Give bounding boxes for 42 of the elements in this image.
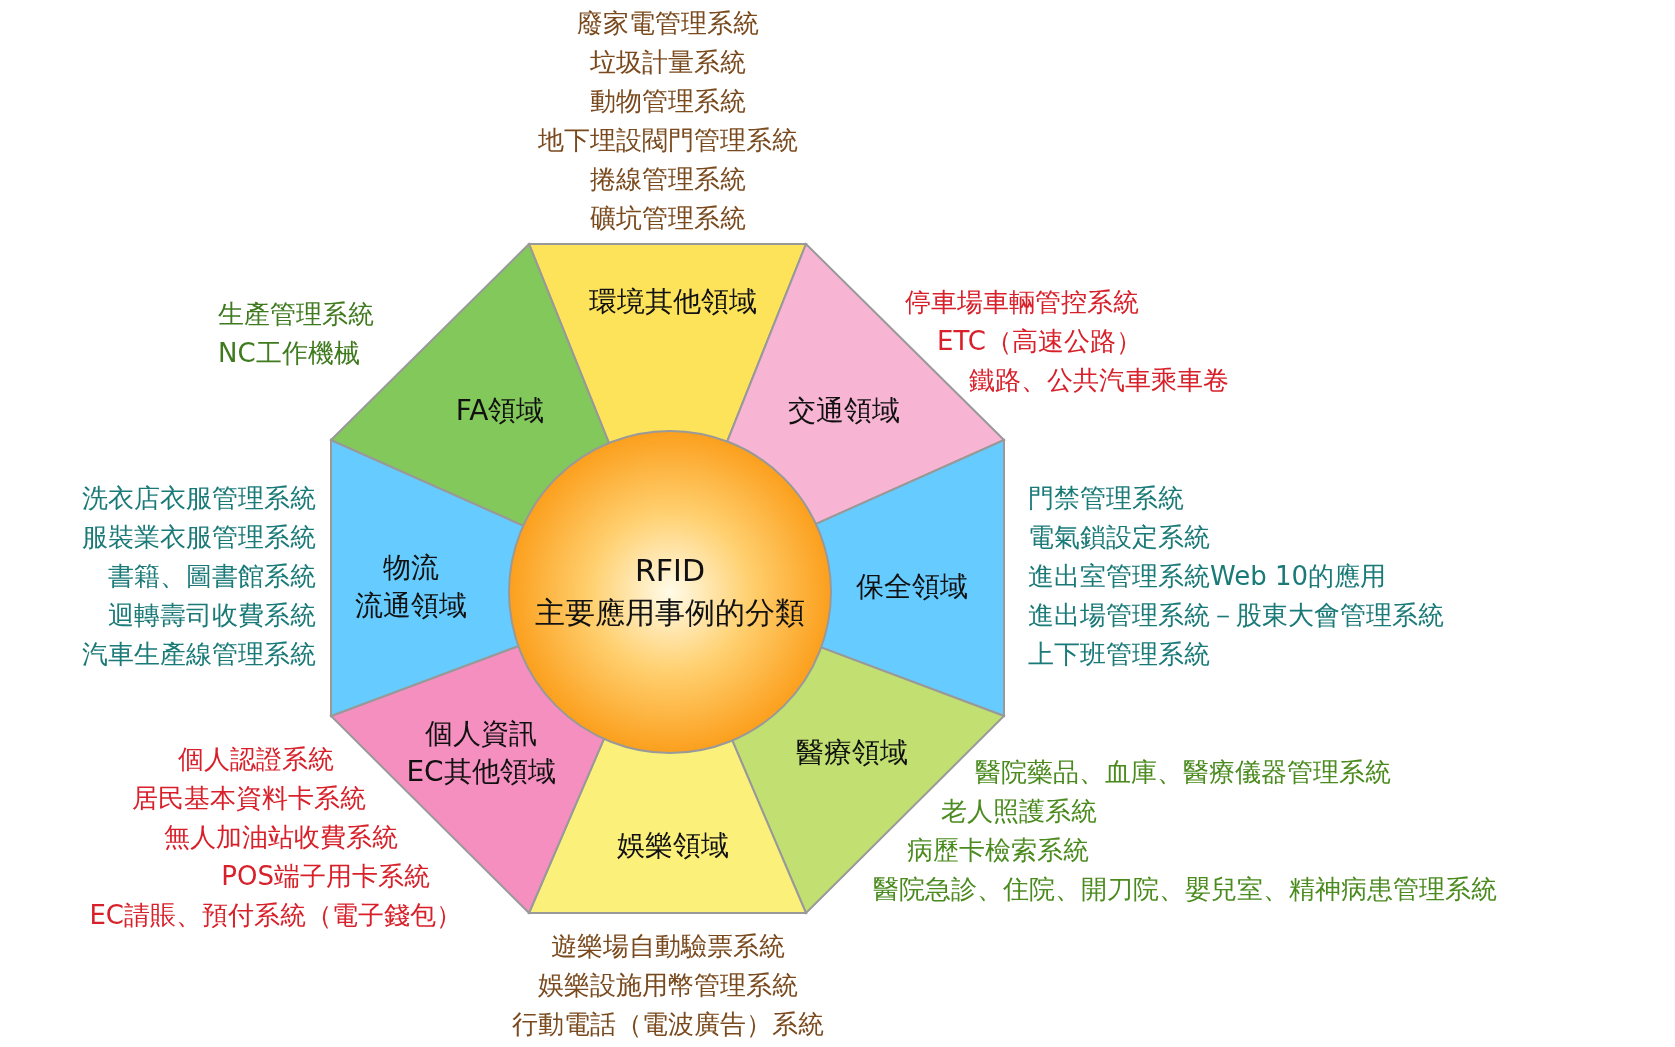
- application-text: 個人認證系統: [178, 743, 334, 776]
- application-text: 行動電話（電波廣告）系統: [512, 1008, 824, 1041]
- application-text: 迴轉壽司收費系統: [108, 599, 316, 632]
- application-text: 電氣鎖設定系統: [1028, 521, 1210, 554]
- segment-label: 物流流通領域: [355, 550, 467, 624]
- application-text: 老人照護系統: [941, 795, 1097, 828]
- segment-label: 個人資訊EC其他領域: [406, 716, 556, 790]
- application-text: 醫院急診、住院、開刀院、嬰兒室、精神病患管理系統: [873, 873, 1497, 906]
- segment-label: FA領域: [455, 393, 545, 429]
- application-text: 服裝業衣服管理系統: [82, 521, 316, 554]
- application-text: EC請賬、預付系統（電子錢包）: [89, 899, 462, 932]
- application-text: 洗衣店衣服管理系統: [82, 482, 316, 515]
- application-text: POS端子用卡系統: [221, 860, 430, 893]
- application-text: 進出室管理系統Web 10的應用: [1028, 560, 1387, 593]
- application-text: 娛樂設施用幣管理系統: [538, 969, 798, 1002]
- application-text: 醫院藥品、血庫、醫療儀器管理系統: [975, 756, 1391, 789]
- application-text: 進出場管理系統－股東大會管理系統: [1028, 599, 1444, 632]
- segment-label: 交通領域: [788, 393, 900, 429]
- application-text: 無人加油站收費系統: [164, 821, 398, 854]
- center-title: RFID 主要應用事例的分類: [535, 552, 805, 632]
- application-text: 動物管理系統: [590, 85, 746, 118]
- application-text: 生產管理系統: [218, 298, 374, 331]
- segment-label: 環境其他領域: [589, 284, 757, 320]
- segment-label: 娛樂領域: [617, 828, 729, 864]
- application-text: 門禁管理系統: [1028, 482, 1184, 515]
- application-text: 鐵路、公共汽車乘車卷: [969, 364, 1229, 397]
- application-text: 書籍、圖書館系統: [108, 560, 316, 593]
- segment-label: 保全領域: [856, 569, 968, 605]
- application-text: 地下埋設閥門管理系統: [538, 124, 798, 157]
- application-text: 居民基本資料卡系統: [132, 782, 366, 815]
- application-text: 停車場車輛管控系統: [905, 286, 1139, 319]
- application-text: 遊樂場自動驗票系統: [551, 930, 785, 963]
- application-text: 廢家電管理系統: [577, 7, 759, 40]
- segment-label: 醫療領域: [796, 735, 908, 771]
- application-text: 捲線管理系統: [590, 163, 746, 196]
- application-text: 病歷卡檢索系統: [907, 834, 1089, 867]
- application-text: ETC（高速公路）: [937, 325, 1142, 358]
- application-text: NC工作機械: [218, 337, 360, 370]
- application-text: 上下班管理系統: [1028, 638, 1210, 671]
- application-text: 垃圾計量系統: [590, 46, 746, 79]
- application-text: 汽車生產線管理系統: [82, 638, 316, 671]
- application-text: 礦坑管理系統: [590, 202, 746, 235]
